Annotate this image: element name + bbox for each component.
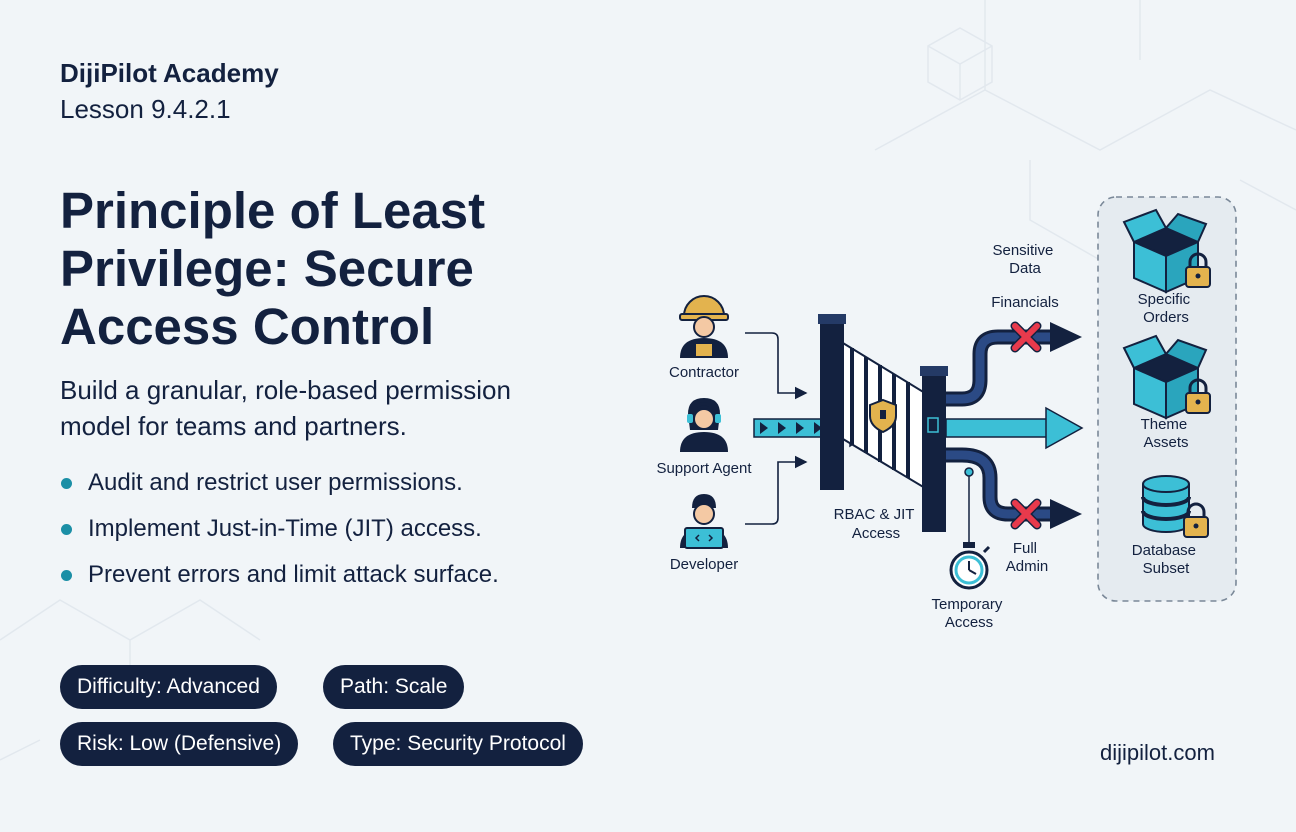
bullet-list: Audit and restrict user permissions. Imp…	[60, 468, 499, 606]
temporary-access-label: Temporary Access	[931, 596, 1006, 631]
support-agent-label: Support Agent	[656, 460, 752, 477]
title-line: Privilege: Secure	[60, 240, 474, 297]
support-agent-icon	[680, 398, 728, 452]
bullet-item: Implement Just-in-Time (JIT) access.	[60, 514, 499, 560]
contractor-label: Contractor	[669, 364, 739, 381]
bullet-text: Prevent errors and limit attack surface.	[88, 561, 499, 588]
financials-label: Financials	[991, 294, 1059, 311]
risk-tag: Risk: Low (Defensive)	[60, 722, 299, 766]
sensitive-data-label: Sensitive Data	[992, 242, 1057, 277]
type-tag: Type: Security Protocol	[333, 722, 583, 766]
granted-access-arrow	[945, 406, 1084, 450]
full-admin-label: Full Admin	[1006, 540, 1049, 575]
page-title: Principle of Least Privilege: Secure Acc…	[60, 182, 580, 356]
bullet-text: Implement Just-in-Time (JIT) access.	[88, 515, 482, 542]
lesson-number: Lesson 9.4.2.1	[60, 94, 231, 124]
contractor-connector	[745, 332, 808, 400]
subtitle: Build a granular, role-based permission …	[60, 372, 620, 444]
database-subset-icon	[1141, 475, 1210, 539]
stopwatch-icon	[949, 542, 991, 590]
access-gate-icon	[818, 314, 948, 532]
footer-url[interactable]: dijipilot.com	[1100, 740, 1215, 765]
academy-name: DijiPilot Academy	[60, 58, 279, 88]
specific-orders-label: Specific Orders	[1138, 291, 1195, 326]
contractor-icon	[679, 295, 729, 358]
bullet-dot-icon	[61, 478, 72, 489]
database-subset-label: Database Subset	[1132, 542, 1200, 577]
bullet-dot-icon	[61, 570, 72, 581]
path-tag: Path: Scale	[323, 665, 465, 709]
financials-arrowhead	[1050, 322, 1082, 352]
admin-arrowhead	[1050, 499, 1082, 529]
subtitle-line: Build a granular, role-based permission	[60, 375, 511, 405]
bullet-item: Prevent errors and limit attack surface.	[60, 560, 499, 606]
title-line: Principle of Least	[60, 182, 486, 239]
bullet-dot-icon	[61, 524, 72, 535]
bullet-text: Audit and restrict user permissions.	[88, 469, 463, 496]
developer-icon	[680, 494, 728, 549]
subtitle-line: model for teams and partners.	[60, 411, 407, 441]
bullet-item: Audit and restrict user permissions.	[60, 468, 499, 514]
gate-label: RBAC & JIT Access	[834, 506, 919, 542]
developer-label: Developer	[670, 556, 738, 573]
difficulty-tag: Difficulty: Advanced	[60, 665, 277, 709]
title-line: Access Control	[60, 298, 435, 355]
developer-connector	[745, 455, 808, 525]
theme-assets-label: Theme Assets	[1141, 416, 1192, 451]
